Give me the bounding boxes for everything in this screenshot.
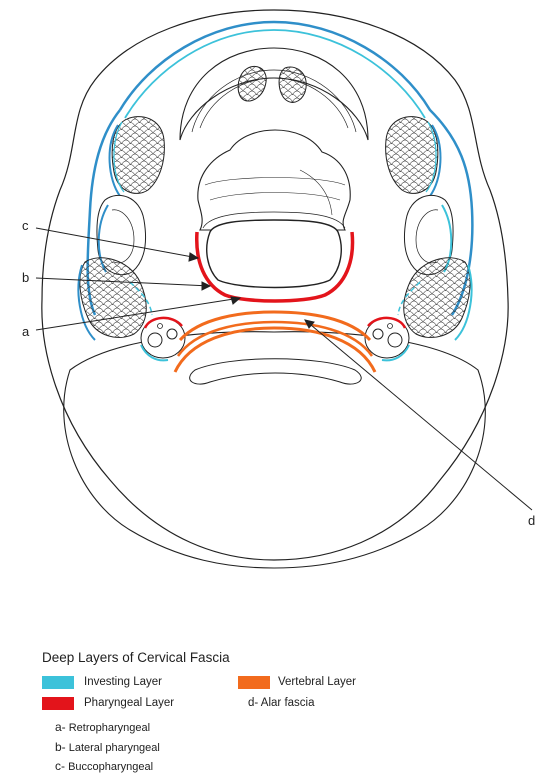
right-carotid-sheath bbox=[364, 316, 410, 362]
space-b-text: Lateral pharyngeal bbox=[68, 742, 160, 754]
space-b: b- Lateral pharyngeal bbox=[55, 740, 160, 754]
gland-right-lobe bbox=[278, 66, 307, 103]
left-muscle-lower bbox=[79, 257, 147, 338]
right-muscle-upper bbox=[385, 116, 439, 194]
legend-alar-letter: d- bbox=[248, 697, 259, 709]
space-c-text: Buccopharyngeal bbox=[68, 761, 154, 773]
spinal-canal bbox=[189, 358, 362, 385]
swatch-investing bbox=[42, 676, 74, 689]
space-c-letter: c- bbox=[55, 759, 65, 773]
label-d: d bbox=[528, 513, 535, 528]
label-c: c bbox=[22, 218, 29, 233]
tongue-mass bbox=[197, 129, 351, 231]
legend-alar-text: Alar fascia bbox=[260, 697, 315, 709]
neck-cross-section-diagram: c b a d bbox=[22, 9, 535, 569]
left-carotid-sheath bbox=[140, 316, 186, 362]
right-muscle-lower bbox=[403, 257, 471, 338]
gland-left-lobe bbox=[237, 66, 267, 102]
vertebral-layer bbox=[173, 326, 377, 373]
space-c: c- Buccopharyngeal bbox=[55, 759, 153, 773]
space-b-letter: b- bbox=[55, 740, 66, 754]
legend-alar: d- Alar fascia bbox=[248, 697, 314, 709]
legend-title: Deep Layers of Cervical Fascia bbox=[42, 650, 230, 665]
label-a: a bbox=[22, 324, 30, 339]
left-muscle-upper bbox=[111, 116, 165, 194]
legend-pharyngeal-label: Pharyngeal Layer bbox=[84, 697, 175, 709]
investing-layer-cyan bbox=[124, 29, 426, 119]
legend: Deep Layers of Cervical Fascia Investing… bbox=[0, 640, 549, 775]
mandible-arch bbox=[179, 47, 369, 141]
label-b: b bbox=[22, 270, 29, 285]
alar-fascia bbox=[178, 310, 372, 342]
legend-investing-label: Investing Layer bbox=[84, 676, 162, 688]
swatch-vertebral bbox=[238, 676, 270, 689]
pharyngeal-layer bbox=[195, 231, 355, 303]
legend-vertebral-label: Vertebral Layer bbox=[278, 676, 356, 688]
swatch-pharyngeal bbox=[42, 697, 74, 710]
space-a: a- Retropharyngeal bbox=[55, 720, 150, 734]
leader-lines bbox=[35, 227, 533, 511]
investing-layer-outer bbox=[118, 20, 474, 316]
pharynx-lumen bbox=[206, 219, 342, 289]
space-a-letter: a- bbox=[55, 720, 66, 734]
space-a-text: Retropharyngeal bbox=[68, 722, 151, 734]
vertebral-mass-outline bbox=[63, 331, 486, 569]
neck-outline bbox=[41, 9, 509, 561]
